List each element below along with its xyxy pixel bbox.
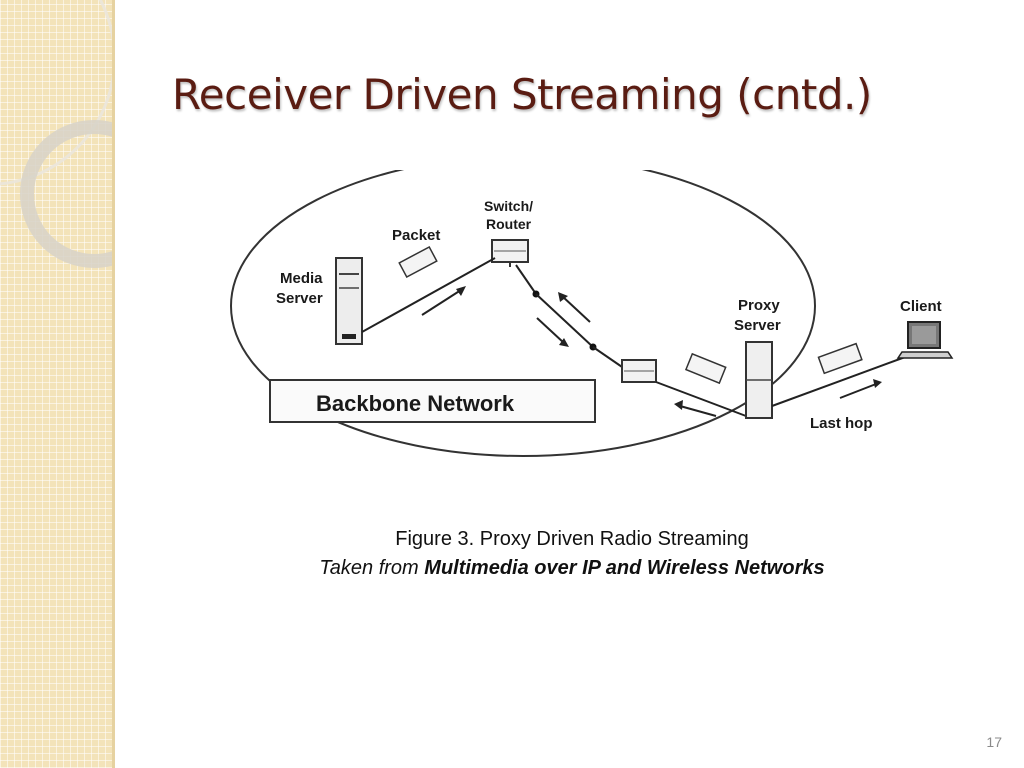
arrowhead xyxy=(559,338,569,347)
arrowhead xyxy=(674,400,683,410)
link-node-node xyxy=(535,293,594,348)
link-router-proxy xyxy=(655,381,747,417)
arrowhead xyxy=(558,292,568,302)
arrowhead xyxy=(873,379,882,388)
arrow-downstream xyxy=(536,317,565,344)
side-band-edge xyxy=(112,0,115,768)
arrow-downstream xyxy=(679,405,717,417)
proxy-server-icon xyxy=(745,341,773,419)
packet-icon xyxy=(817,342,863,375)
media-server-icon xyxy=(335,257,363,345)
media-server-label-line1: Media xyxy=(280,270,323,287)
link-switch-node xyxy=(515,264,537,295)
arrow-upstream xyxy=(561,295,591,323)
router-icon xyxy=(621,359,657,383)
media-server-label-line2: Server xyxy=(276,290,323,307)
slide-number: 17 xyxy=(986,734,1002,750)
client-laptop-icon xyxy=(896,321,954,359)
figure-caption: Figure 3. Proxy Driven Radio Streaming T… xyxy=(172,528,972,580)
client-label: Client xyxy=(900,298,942,315)
slide-title: Receiver Driven Streaming (cntd.) xyxy=(172,70,872,119)
backbone-label: Backbone Network xyxy=(316,391,515,416)
arrow-downstream xyxy=(839,383,877,399)
arrowhead xyxy=(456,286,466,296)
switch-router-icon xyxy=(491,239,529,267)
decorative-side-band xyxy=(0,0,112,768)
network-diagram: Backbone Network Media Server Packet Swi… xyxy=(218,155,968,470)
last-hop-label: Last hop xyxy=(810,415,873,432)
packet-icon xyxy=(684,352,727,385)
packet-icon xyxy=(398,245,438,279)
arrow-upstream xyxy=(421,289,462,316)
caption-title: Figure 3. Proxy Driven Radio Streaming xyxy=(395,528,749,550)
caption-source-prefix: Taken from xyxy=(319,557,425,579)
backbone-box xyxy=(269,379,596,423)
proxy-label-line2: Server xyxy=(734,317,781,334)
packet-label: Packet xyxy=(392,227,440,244)
link-last-hop xyxy=(771,355,909,407)
caption-source: Taken from Multimedia over IP and Wirele… xyxy=(172,557,972,580)
caption-source-title: Multimedia over IP and Wireless Networks xyxy=(424,557,825,579)
link-node-router xyxy=(592,346,626,370)
link-server-switch xyxy=(361,257,496,333)
proxy-label-line1: Proxy xyxy=(738,297,780,314)
switch-label-line1: Switch/ xyxy=(484,198,533,214)
switch-label-line2: Router xyxy=(486,216,532,232)
